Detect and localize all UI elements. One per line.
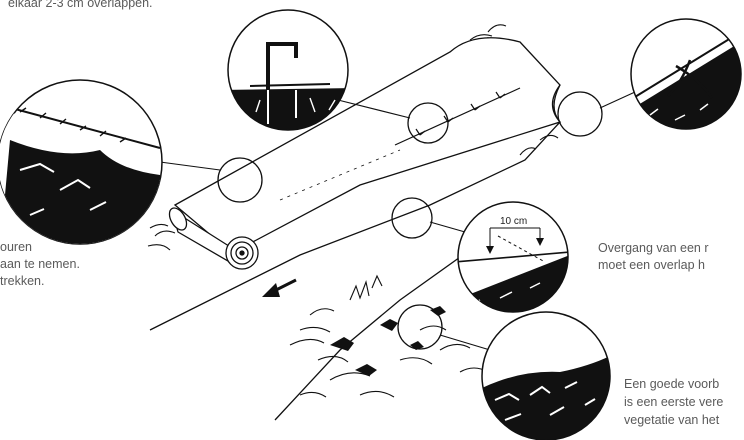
caption-top-left: elkaar 2-3 cm overlappen. <box>8 0 153 10</box>
caption-right-bottom-line-3: vegetatie van het <box>624 413 720 427</box>
overlap-dimension-label: 10 cm <box>500 216 527 227</box>
caption-right-middle-line-2: moet een overlap h <box>598 258 706 272</box>
detail-soil-preparation <box>481 311 611 440</box>
detail-mat-edge <box>0 79 163 245</box>
caption-right-middle-line-1: Overgang van een r <box>598 241 709 255</box>
mat-seam-staples <box>394 87 521 146</box>
magnifier-rings <box>217 91 603 350</box>
unroll-direction-arrow <box>262 278 297 297</box>
detail-overlap: 10 cm <box>457 201 569 313</box>
caption-right-bottom-line-2: is een eerste vere <box>624 395 724 409</box>
mat-roll <box>168 207 259 270</box>
slope-outline <box>149 121 561 421</box>
caption-right-bottom-line-1: Een goede voorb <box>624 377 720 391</box>
caption-left-line-3: trekken. <box>0 274 45 288</box>
caption-left-line-1: ouren <box>0 240 32 254</box>
caption-left-line-2: aan te nemen. <box>0 257 80 271</box>
leader-lines <box>159 91 636 351</box>
detail-top-anchor <box>630 18 742 130</box>
